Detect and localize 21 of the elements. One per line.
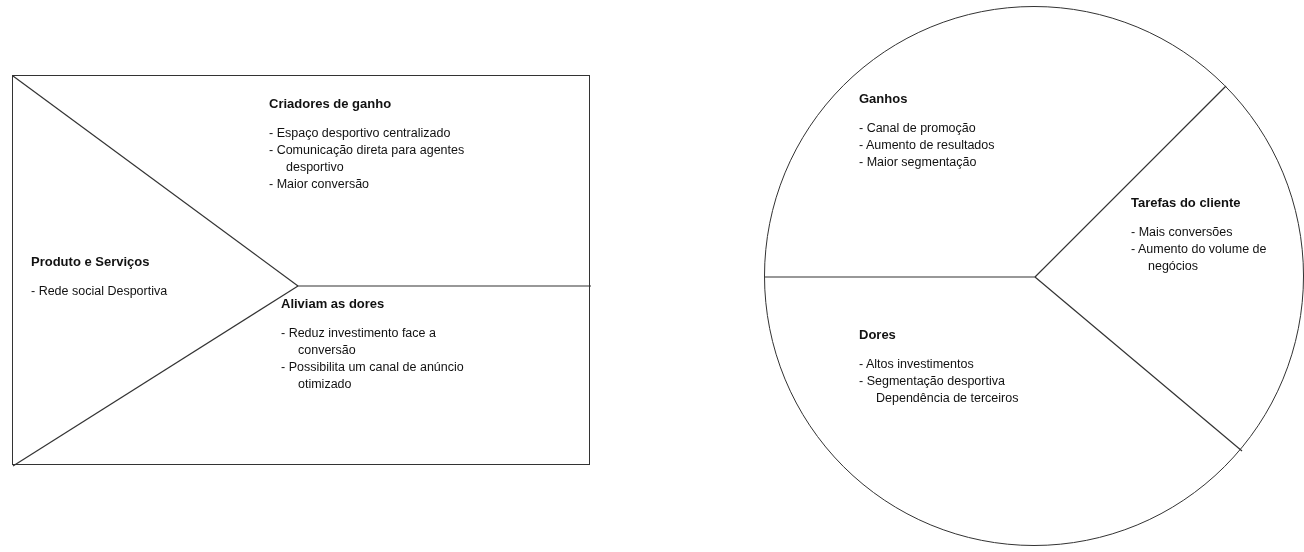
section-heading: Aliviam as dores — [281, 296, 385, 311]
section-heading: Dores — [859, 327, 896, 342]
list-item: Dependência de terceiros — [875, 390, 1020, 407]
list-item: - Canal de promoção — [859, 120, 977, 137]
list-item: - Rede social Desportiva — [31, 283, 168, 300]
list-item: - Mais conversões — [1131, 224, 1234, 241]
section-heading: Tarefas do cliente — [1131, 195, 1241, 210]
list-item: - Altos investimentos — [859, 356, 975, 373]
list-item: - Possibilita um canal de anúncio otimizado — [281, 359, 465, 393]
list-item: - Espaço desportivo centralizado — [269, 125, 452, 142]
list-item: - Reduz investimento face a conversão — [281, 325, 437, 359]
section-heading: Criadores de ganho — [269, 96, 392, 111]
list-item: - Maior segmentação — [859, 154, 978, 171]
list-item: - Maior conversão — [269, 176, 371, 193]
list-item: - Aumento do volume de negócios — [1131, 241, 1268, 275]
section-heading: Ganhos — [859, 91, 908, 106]
list-item: - Segmentação desportiva — [859, 373, 1006, 390]
section-heading: Produto e Serviços — [31, 254, 150, 269]
list-item: - Aumento de resultados — [859, 137, 996, 154]
list-item: - Comunicação direta para agentes desportivo — [269, 142, 466, 176]
canvas-box — [12, 75, 590, 465]
